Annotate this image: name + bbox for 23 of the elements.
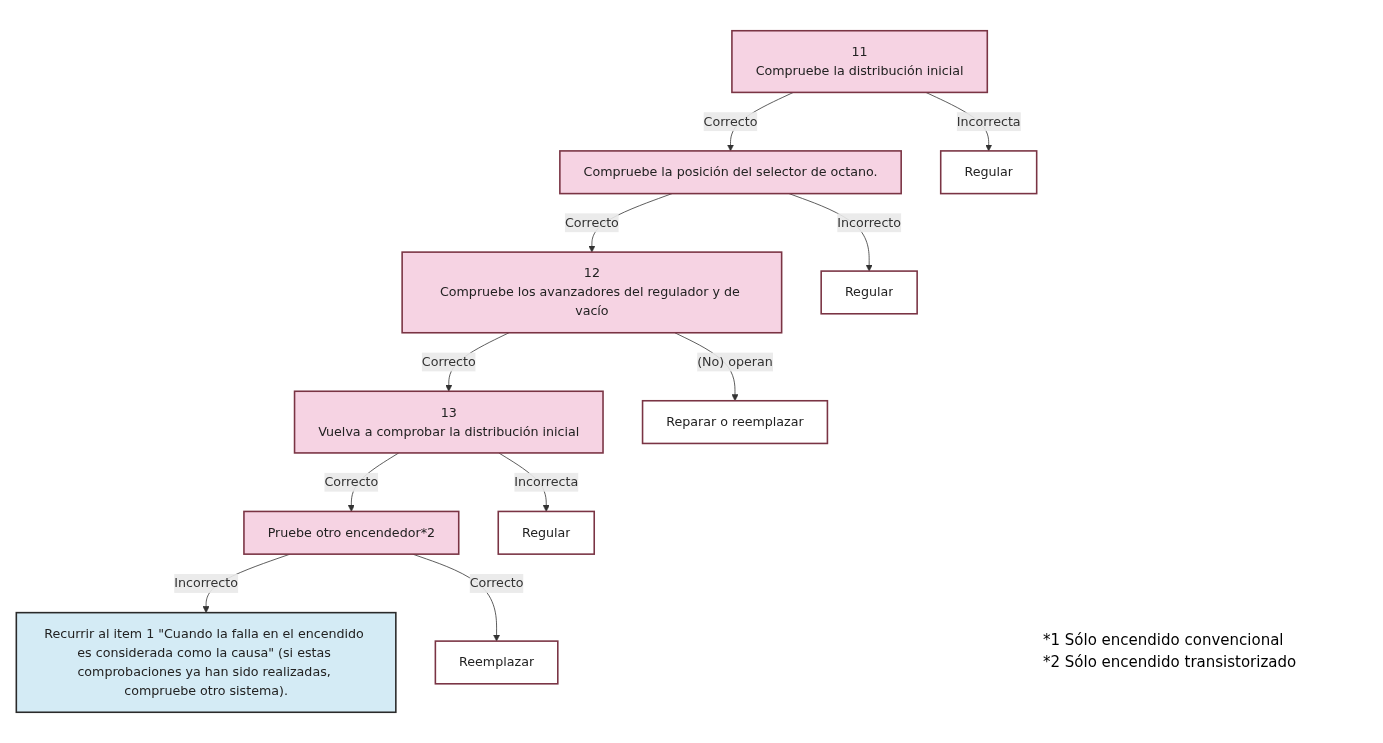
footnote: *1 Sólo encendido convencional: [1043, 631, 1285, 649]
edge-label: Correcto: [421, 354, 476, 370]
edge-label: Incorrecta: [514, 474, 579, 490]
node-box: Pruebe otro encendedor*2: [243, 510, 460, 555]
node-box: Compruebe la posición del selector de octano.: [559, 150, 902, 195]
edge-label: Correcto: [703, 113, 758, 129]
node-box: Reparar o reemplazar: [641, 399, 829, 445]
edge-label: Incorrecta: [956, 113, 1021, 129]
edge-label: Correcto: [469, 575, 524, 591]
node-box: 13 Vuelva a comprobar la distribución inicial: [293, 390, 604, 454]
edge-label: Correcto: [324, 474, 379, 490]
edge-label: (No) operan: [697, 354, 773, 370]
node-box: Regular: [497, 510, 595, 555]
node-box: Regular: [820, 270, 918, 315]
node-box: Recurrir al item 1 "Cuando la falla en el encendido es considerada como la causa" (si estas comprobaciones ya han sido realizadas, compruebe otro sistema).: [15, 611, 397, 714]
edge-label: Incorrecto: [837, 214, 902, 230]
edge-label: Correcto: [564, 214, 619, 230]
footnote: *2 Sólo encendido transistorizado: [1043, 653, 1298, 671]
node-box: Regular: [939, 150, 1038, 195]
node-box: Reemplazar: [434, 640, 559, 685]
node-box: 12 Compruebe los avanzadores del regulador y de vacío: [401, 251, 783, 334]
edge-label: Incorrecto: [174, 575, 238, 591]
node-box: 11 Compruebe la distribución inicial: [731, 29, 989, 94]
